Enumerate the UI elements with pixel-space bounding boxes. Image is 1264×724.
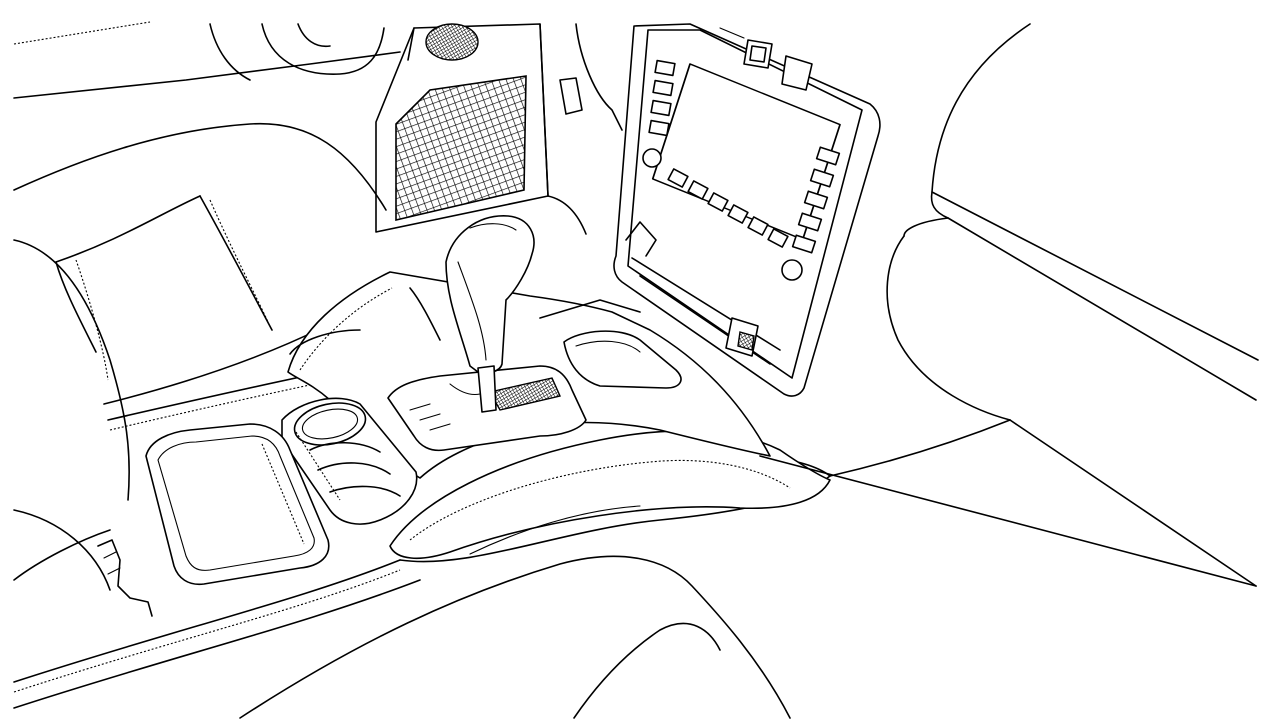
console-storage-tray [145, 423, 330, 586]
radio-preset-buttons [642, 148, 803, 281]
dash-vent-housing [547, 23, 623, 235]
driver-seat-outline [13, 122, 387, 591]
passenger-side-outline [829, 23, 1259, 587]
shift-knob [445, 215, 535, 374]
seat-adjust-detail [97, 539, 153, 617]
shift-lever [445, 215, 535, 413]
radio-left-buttons [648, 59, 676, 137]
shift-lever-shaft [477, 365, 497, 413]
center-console-body [13, 295, 831, 709]
dashboard-upper-trim [13, 21, 401, 99]
cup-holder-pair [281, 397, 418, 525]
rear-seat-outline [239, 455, 1257, 719]
dash-speaker-grille [375, 23, 549, 233]
radio-right-buttons [791, 146, 841, 254]
radio-head-unit [613, 23, 881, 397]
